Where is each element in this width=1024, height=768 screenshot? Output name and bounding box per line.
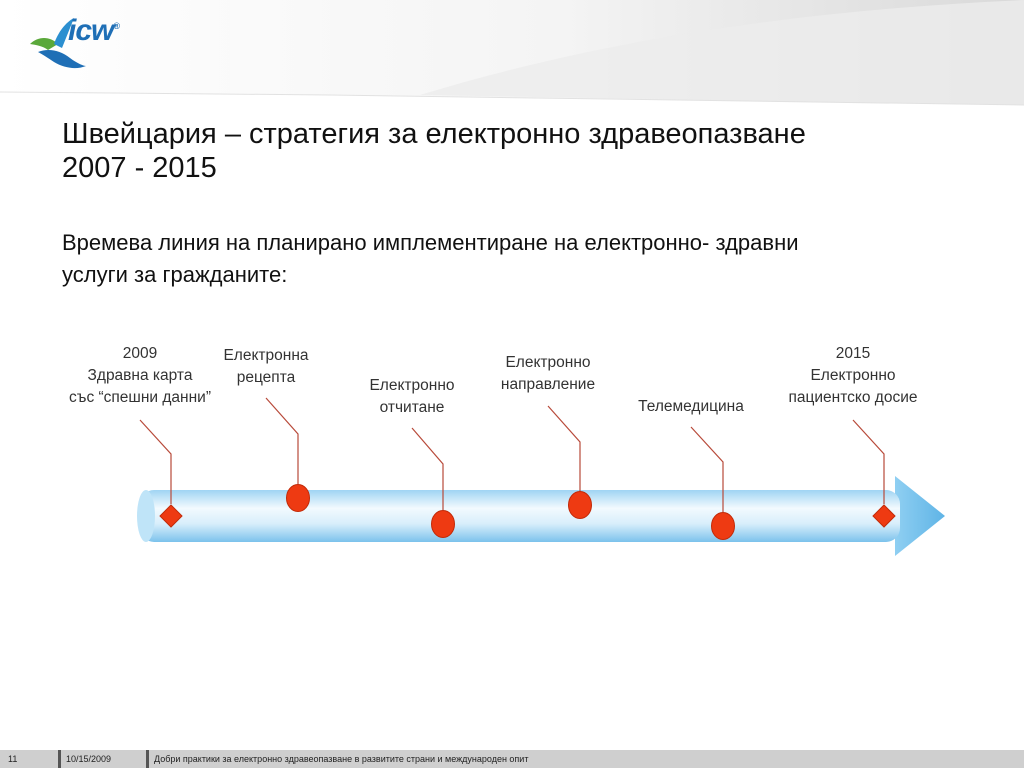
milestone-label-line: 2009 [123,345,157,362]
icw-logo-icon [30,18,86,69]
slide-subtitle-line-1: Времева линия на планирано имплементиран… [62,230,799,255]
milestone-connector-line [852,419,885,504]
timeline-milestone: Електронно направление [501,354,595,519]
slide-footer: 11 10/15/2009 Добри практики за електрон… [0,750,1024,768]
milestone-label: Електронно направление [501,354,595,393]
milestone-label: Електронно отчитане [369,377,454,416]
slide-title-line-2: 2007 - 2015 [62,152,217,184]
milestone-label-line: със “спешни данни” [69,389,211,406]
milestone-label-line: Електронно [810,367,895,384]
milestone-label: Електронна рецепта [223,347,308,386]
milestone-connector-line [411,427,444,510]
timeline-arrow [137,476,945,556]
milestone-label-line: рецепта [237,369,296,386]
footer-text: Добри практики за електронно здравеопазв… [154,754,529,764]
timeline-milestone: Електронна рецепта [223,347,310,512]
milestone-diamond-marker [159,504,183,528]
milestone-circle-marker [711,512,735,540]
milestone-diamond-marker [872,504,896,528]
timeline-milestone: Телемедицина [638,398,744,540]
milestone-connector-line [547,405,581,491]
timeline-arrow-head [895,476,945,556]
milestone-label-line: Телемедицина [638,398,744,415]
timeline-arrow-shaft [140,490,900,542]
brand-logo-text: icw® [68,14,120,47]
milestone-label-line: Електронна [223,347,308,364]
milestone-label-line: Здравна карта [88,367,193,384]
milestone-circle-marker [568,491,592,519]
slide-subtitle-line-2: услуги за гражданите: [62,262,288,287]
page-number: 11 [8,754,18,764]
footer-separator [58,750,61,768]
footer-separator [146,750,149,768]
milestone-connector-line [690,426,724,512]
footer-date: 10/15/2009 [66,754,112,764]
milestone-label-line: 2015 [836,345,870,362]
milestone-label-line: Електронно [369,377,454,394]
slide-subtitle: Времева линия на планирано имплементиран… [62,227,982,291]
milestone-label-line: отчитане [380,399,445,416]
milestone-label-line: Електронно [505,354,590,371]
milestone-connector-line [265,397,299,484]
milestone-label: Телемедицина [638,398,744,415]
milestone-circle-marker [431,510,455,538]
slide-title: Швейцария – стратегия за електронно здра… [62,117,982,185]
header-background [0,0,1024,106]
timeline-arrow-tail [137,490,155,542]
milestone-circle-marker [286,484,310,512]
milestone-label-line: пациентско досие [789,389,918,406]
slide-title-line-1: Швейцария – стратегия за електронно здра… [62,118,806,150]
timeline-milestone: Електронно отчитане [369,377,455,538]
milestone-connector-line [139,419,172,504]
milestone-label-line: направление [501,376,595,393]
